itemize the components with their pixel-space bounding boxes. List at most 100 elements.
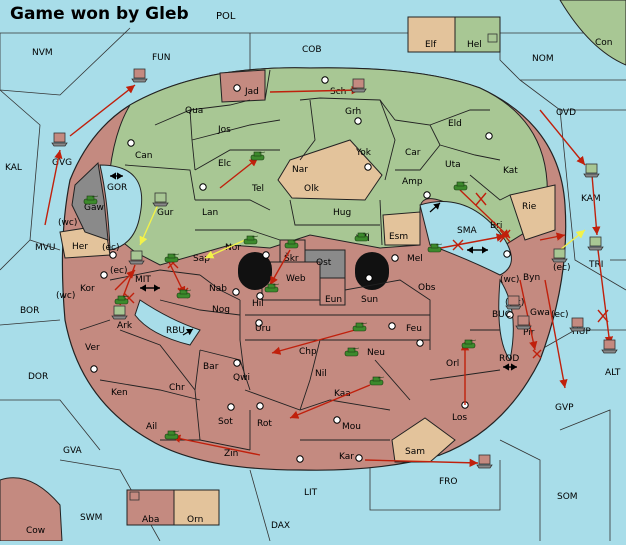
label-aba: Aba [142,515,159,525]
label-sma: SMA [457,226,477,236]
label-ec2: (ec) [553,263,571,273]
label-hil: Hil [252,299,264,309]
support-orders [139,199,586,259]
province-con[interactable] [559,0,626,66]
province-rie[interactable] [509,184,556,241]
army-icon [164,430,180,440]
page-title: Game won by Gleb [10,4,189,24]
fleet-icon [515,315,532,330]
army-icon [176,289,192,299]
label-ark: Ark [117,321,133,331]
label-nor: Nor [225,243,241,253]
province-sam[interactable] [391,417,456,463]
label-dax: DAX [271,521,290,531]
label-jad: Jad [244,87,259,97]
fleet-icon [569,317,586,332]
black-hole-left [238,252,272,290]
label-obs: Obs [418,283,436,293]
label-rbu: RBU [166,326,185,336]
label-ken: Ken [111,388,128,398]
army-icon [250,151,266,161]
fleet-icon [587,236,604,251]
fleet-icon [131,68,148,83]
label-sun: Sun [361,295,378,305]
fleet-icon [551,248,568,263]
label-fun: FUN [152,53,171,63]
label-nog: Nog [212,305,230,315]
sea-gor[interactable] [99,164,143,251]
label-qwi: Qwi [233,373,250,383]
label-mit: MIT [135,275,151,285]
army-icon [114,295,130,305]
label-buc: BUC [492,310,511,320]
fleet-icon [583,163,600,178]
convoy-lines [110,172,517,371]
label-mvu: MVU [35,243,56,253]
province-nar-olk[interactable] [277,139,383,201]
label-kar: Kar [339,452,354,462]
label-wc3: (wc) [56,291,75,301]
label-chp: Chp [299,347,317,357]
fleet-icon [129,491,140,501]
box-elf[interactable] [407,16,456,53]
label-mou: Mou [342,422,361,432]
label-gvg: GVG [52,158,72,168]
fleet-icon [111,305,128,320]
army-icon [354,232,370,242]
label-byn: Byn [523,273,540,283]
label-lit: LIT [304,488,318,498]
province-cow[interactable] [0,477,63,542]
label-lan: Lan [202,208,218,218]
army-icon [461,339,477,349]
fleets [51,33,618,501]
fleet-icon [350,78,367,93]
fleet-icon [476,454,493,469]
label-skr: Škr [284,252,299,264]
label-sch: Sch [330,87,346,97]
label-kam: KAM [581,194,601,204]
label-yok: Yok [355,148,372,158]
label-wc2: (wc) [500,275,519,285]
label-cow: Cow [26,526,45,536]
label-ec1: (ec) [102,243,120,253]
sea-sma[interactable] [419,201,512,276]
power-code: POL [216,11,236,22]
label-sap: Sap [193,254,210,264]
label-elc: Elc [218,159,231,169]
label-grh: Grh [345,107,361,117]
label-gur: Gur [157,208,174,218]
move-orders [44,84,614,467]
label-kaa: Kaa [334,389,351,399]
label-rot: Rot [257,419,272,429]
label-ec3: (ec) [110,266,128,276]
label-nar: Nar [292,165,308,175]
label-sam: Sam [405,447,425,457]
label-rod: ROD [499,354,519,364]
box-orn[interactable] [173,489,220,526]
map-labels: NVM FUN COB NOM Con Elf Hel KAL GVG MVU … [5,38,621,536]
label-swm: SWM [80,513,102,523]
label-gva: GVA [63,446,83,456]
label-tri: TRI [588,260,603,270]
label-car: Car [405,148,421,158]
sea-rbu[interactable] [134,299,201,346]
fleet-icon [128,250,145,265]
label-mel: Mel [407,254,423,264]
province-esm[interactable] [382,211,421,246]
label-kal: KAL [5,163,22,173]
label-kor: Kor [80,284,95,294]
province-jad[interactable] [219,69,266,103]
label-fro: FRO [439,477,458,487]
label-con: Con [595,38,613,48]
label-eun: Eun [325,295,342,305]
fleet-icon [51,132,68,147]
label-web: Web [286,274,306,284]
label-cob: COB [302,45,322,55]
label-gor: GOR [107,183,127,193]
label-kat: Kat [503,166,518,176]
label-hel: Hel [467,40,482,50]
label-uta: Uta [445,160,461,170]
label-her: Her [72,242,88,252]
label-alt: ALT [605,368,621,378]
